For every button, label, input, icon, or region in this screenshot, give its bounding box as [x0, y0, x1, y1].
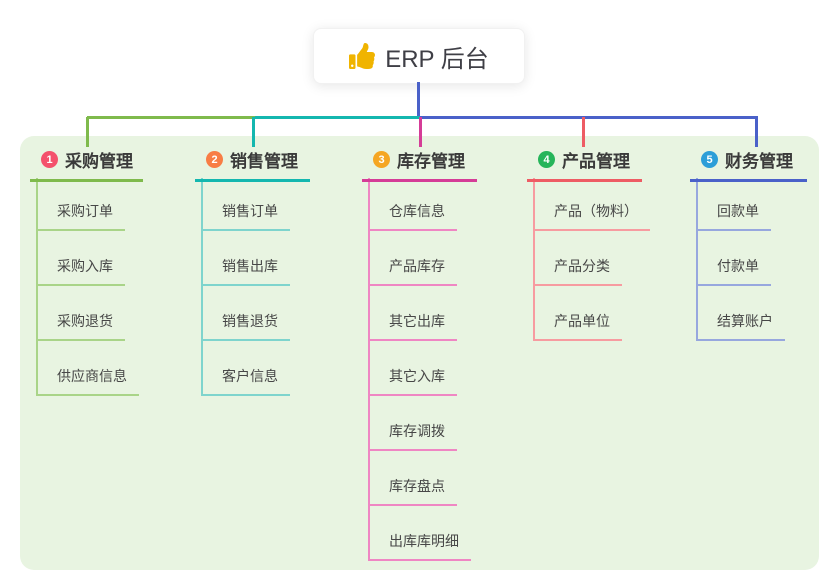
child-node[interactable]: 库存调拨: [368, 420, 457, 451]
branch-label: 销售管理: [230, 152, 298, 171]
child-label: 库存盘点: [389, 478, 445, 494]
child-label: 销售出库: [222, 258, 278, 274]
branch-number-badge: 5: [701, 151, 718, 168]
child-node[interactable]: 产品分类: [533, 255, 622, 286]
branch-drop-line: [419, 117, 422, 147]
branch-spine-line: [696, 178, 698, 339]
child-label: 销售退货: [222, 313, 278, 329]
child-node[interactable]: 客户信息: [201, 365, 290, 396]
child-label: 回款单: [717, 203, 759, 219]
branch-drop-line: [755, 117, 758, 147]
child-label: 库存调拨: [389, 423, 445, 439]
branch-label: 财务管理: [725, 152, 793, 171]
child-label: 其它入库: [389, 368, 445, 384]
child-label: 仓库信息: [389, 203, 445, 219]
bus-segment-line: [87, 116, 255, 119]
branch-label: 采购管理: [65, 152, 133, 171]
child-node[interactable]: 库存盘点: [368, 475, 457, 506]
branches-panel: [20, 136, 819, 570]
branch-number-badge: 4: [538, 151, 555, 168]
child-node[interactable]: 产品库存: [368, 255, 457, 286]
bus-segment-line: [420, 116, 758, 119]
root-node[interactable]: ERP 后台: [313, 28, 525, 84]
child-node[interactable]: 采购订单: [36, 200, 125, 231]
child-label: 产品分类: [554, 258, 610, 274]
child-node[interactable]: 销售订单: [201, 200, 290, 231]
child-label: 采购退货: [57, 313, 113, 329]
branch-drop-line: [86, 117, 89, 147]
child-node[interactable]: 产品（物料）: [533, 200, 650, 231]
child-label: 其它出库: [389, 313, 445, 329]
branch-spine-line: [201, 178, 203, 394]
child-label: 结算账户: [717, 313, 773, 329]
branch-spine-line: [533, 178, 535, 339]
child-node[interactable]: 供应商信息: [36, 365, 139, 396]
child-node[interactable]: 采购入库: [36, 255, 125, 286]
child-label: 客户信息: [222, 368, 278, 384]
child-label: 采购订单: [57, 203, 113, 219]
branch-number-badge: 1: [41, 151, 58, 168]
child-label: 出库库明细: [389, 533, 459, 549]
branch-node-3[interactable]: 3 库存管理: [362, 147, 477, 182]
child-label: 产品库存: [389, 258, 445, 274]
branch-label: 产品管理: [562, 152, 630, 171]
child-node[interactable]: 出库库明细: [368, 530, 471, 561]
branch-node-2[interactable]: 2 销售管理: [195, 147, 310, 182]
child-label: 供应商信息: [57, 368, 127, 384]
child-node[interactable]: 回款单: [696, 200, 771, 231]
root-label: ERP 后台: [385, 45, 489, 73]
child-label: 付款单: [717, 258, 759, 274]
root-trunk-line: [417, 82, 420, 119]
branch-spine-line: [368, 178, 370, 559]
branch-number-badge: 3: [373, 151, 390, 168]
branch-drop-line: [252, 117, 255, 147]
child-node[interactable]: 付款单: [696, 255, 771, 286]
bus-segment-line: [255, 116, 420, 119]
child-label: 采购入库: [57, 258, 113, 274]
branch-node-1[interactable]: 1 采购管理: [30, 147, 143, 182]
child-label: 产品（物料）: [554, 203, 638, 219]
child-node[interactable]: 仓库信息: [368, 200, 457, 231]
child-node[interactable]: 其它出库: [368, 310, 457, 341]
branch-node-5[interactable]: 5 财务管理: [690, 147, 807, 182]
branch-number-badge: 2: [206, 151, 223, 168]
child-node[interactable]: 采购退货: [36, 310, 125, 341]
child-label: 产品单位: [554, 313, 610, 329]
child-label: 销售订单: [222, 203, 278, 219]
child-node[interactable]: 产品单位: [533, 310, 622, 341]
child-node[interactable]: 其它入库: [368, 365, 457, 396]
thumbs-up-icon: [349, 43, 376, 69]
branch-node-4[interactable]: 4 产品管理: [527, 147, 642, 182]
child-node[interactable]: 销售出库: [201, 255, 290, 286]
child-node[interactable]: 销售退货: [201, 310, 290, 341]
branch-drop-line: [582, 117, 585, 147]
branch-label: 库存管理: [397, 152, 465, 171]
branch-spine-line: [36, 178, 38, 394]
child-node[interactable]: 结算账户: [696, 310, 785, 341]
